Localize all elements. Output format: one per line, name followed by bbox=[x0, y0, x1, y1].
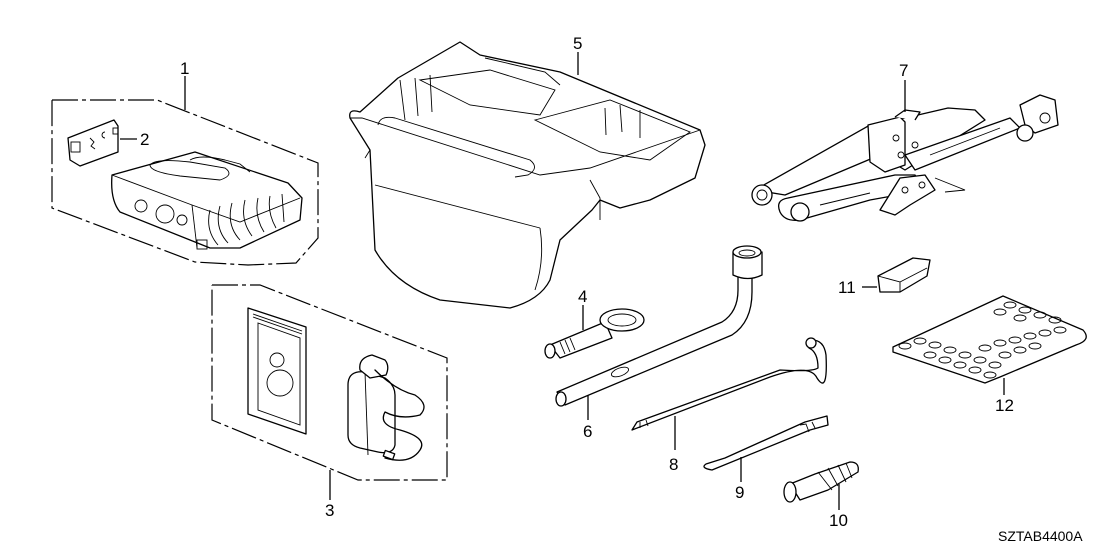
instruction-card bbox=[247, 307, 307, 435]
callout-2: 2 bbox=[140, 130, 149, 149]
part-4-towing-hook[interactable]: 4 bbox=[544, 287, 645, 359]
callout-12: 12 bbox=[995, 396, 1014, 415]
callout-11: 11 bbox=[838, 278, 856, 297]
part-6-wheel-nut-wrench[interactable]: 6 bbox=[555, 245, 763, 441]
part-10-handle-grip[interactable]: 10 bbox=[783, 461, 859, 530]
callout-7: 7 bbox=[899, 61, 908, 80]
part-12-mat[interactable]: 12 bbox=[892, 295, 1087, 415]
callout-5: 5 bbox=[573, 34, 582, 53]
callout-4: 4 bbox=[578, 287, 587, 306]
part-1-compressor-kit[interactable]: 1 2 bbox=[51, 59, 319, 266]
callout-6: 6 bbox=[583, 422, 592, 441]
group-3-outline bbox=[211, 284, 448, 481]
part-2-cover-panel[interactable] bbox=[67, 119, 119, 167]
part-8-jack-handle[interactable]: 8 bbox=[631, 337, 827, 474]
part-5-tool-tray[interactable]: 5 bbox=[349, 34, 706, 309]
part-9-extension-bar[interactable]: 9 bbox=[703, 415, 829, 502]
sealant-bottle bbox=[347, 354, 425, 461]
callout-8: 8 bbox=[669, 455, 678, 474]
callout-3: 3 bbox=[325, 501, 334, 520]
callout-1: 1 bbox=[180, 59, 189, 78]
diagram-code: SZTAB4400A bbox=[998, 528, 1083, 544]
part-7-scissor-jack[interactable]: 7 bbox=[751, 61, 1059, 222]
callout-10: 10 bbox=[829, 511, 848, 530]
part-3-sealant-kit[interactable]: 3 bbox=[211, 284, 448, 520]
part-11-clip[interactable]: 11 bbox=[838, 257, 931, 297]
mat-pattern bbox=[898, 301, 1067, 379]
callout-9: 9 bbox=[735, 483, 744, 502]
group-1-outline bbox=[51, 99, 319, 266]
